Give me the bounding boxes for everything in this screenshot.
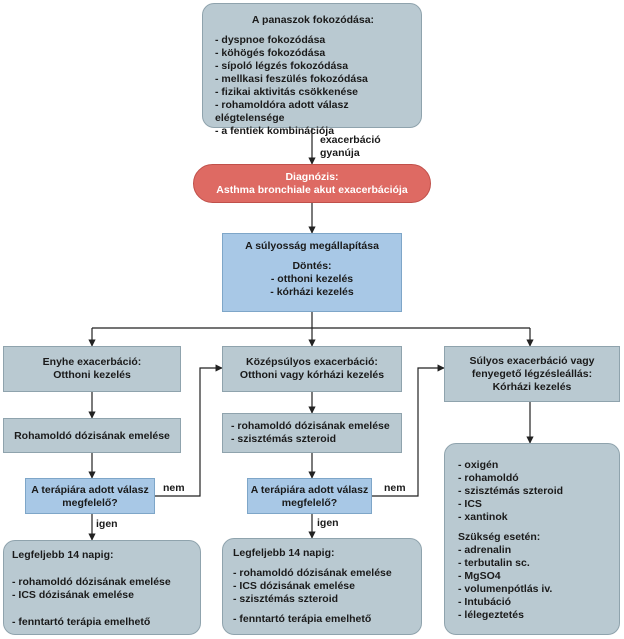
list-item: terbutalin sc. (458, 557, 611, 570)
outcome-title: Legfeljebb 14 napig: (233, 547, 335, 559)
mild-question-box: A terápiára adott válasz megfelelő? (25, 478, 155, 514)
decision-option: - otthoni kezelés (270, 273, 354, 285)
list-item: fizikai aktivitás csökkenése (215, 86, 411, 99)
symptoms-list: dyspnoe fokozódása köhögés fokozódása sí… (215, 34, 411, 138)
outcome-title: Legfeljebb 14 napig: (12, 549, 114, 561)
severe-title-line: Súlyos exacerbáció vagy (469, 355, 595, 367)
suspicion-label-line: gyanúja (320, 147, 360, 159)
suspicion-label-line: exacerbáció (320, 134, 381, 146)
list-item: rohamoldóra adott válasz elégtelensége (215, 99, 411, 125)
list-item: dyspnoe fokozódása (215, 34, 411, 47)
moderate-title-line: Középsúlyos exacerbáció: (246, 356, 378, 368)
question-line: A terápiára adott válasz (250, 484, 369, 496)
list-item: köhögés fokozódása (215, 47, 411, 60)
decision-option: - kórházi kezelés (270, 286, 354, 298)
list-item: lélegeztetés (458, 609, 611, 622)
severe-title-line: Kórházi kezelés (492, 381, 572, 393)
symptoms-title: A panaszok fokozódása: (251, 14, 375, 26)
moderate-question-box: A terápiára adott válasz megfelelő? (247, 478, 372, 514)
arrow-mild-no (155, 364, 223, 497)
outcome-list: rohamoldó dózisának emelése ICS dózisána… (12, 576, 192, 602)
severe-treatment-box: oxigén rohamoldó szisztémás szteroid ICS… (444, 443, 620, 635)
list-item: Intubáció (458, 596, 611, 609)
severity-box: A súlyosság megállapítása Döntés: - otth… (222, 233, 402, 312)
severe-title-line: fenyegető légzésleállás: (471, 368, 593, 380)
mild-title-box: Enyhe exacerbáció: Otthoni kezelés (3, 346, 181, 392)
question-line: A terápiára adott válasz (31, 484, 149, 496)
list-item: ICS (458, 498, 611, 511)
outcome-footer: - fenntartó terápia emelhető (12, 616, 151, 628)
diagnosis-line: Asthma bronchiale akut exacerbációja (216, 184, 408, 196)
moderate-outcome-box: Legfeljebb 14 napig: rohamoldó dózisának… (222, 538, 422, 635)
list-item: szisztémás szteroid (458, 485, 611, 498)
list-item: szisztémás szteroid (233, 593, 413, 606)
needed-title: Szükség esetén: (458, 531, 541, 543)
moderate-yes-label: igen (317, 517, 339, 529)
list-item: rohamoldó dózisának emelése (233, 567, 413, 580)
suspicion-label: exacerbáció gyanúja (320, 134, 381, 160)
treatment-list: oxigén rohamoldó szisztémás szteroid ICS… (458, 459, 611, 524)
severe-title-box: Súlyos exacerbáció vagy fenyegető légzés… (444, 346, 620, 402)
severity-title: A súlyosság megállapítása (245, 240, 379, 252)
mild-title-line: Enyhe exacerbáció: (42, 356, 142, 368)
list-item: a fentiek kombinációja (215, 125, 411, 138)
list-item: rohamoldó dózisának emelése (231, 420, 401, 433)
diagnosis-line: Diagnózis: (285, 171, 339, 183)
question-line: megfelelő? (281, 497, 338, 509)
diagnosis-box: Diagnózis: Asthma bronchiale akut exacer… (193, 164, 431, 203)
list-item: ICS dózisának emelése (12, 589, 192, 602)
moderate-actions-list: rohamoldó dózisának emelése szisztémás s… (231, 420, 401, 446)
mild-action: Rohamoldó dózisának emelése (14, 430, 170, 442)
mild-action-box: Rohamoldó dózisának emelése (3, 418, 181, 453)
mild-yes-label: igen (96, 518, 118, 530)
list-item: szisztémás szteroid (231, 433, 401, 446)
moderate-actions-box: rohamoldó dózisának emelése szisztémás s… (222, 413, 402, 453)
list-item: oxigén (458, 459, 611, 472)
list-item: sípoló légzés fokozódása (215, 60, 411, 73)
list-item: xantinok (458, 511, 611, 524)
mild-no-label: nem (163, 482, 185, 494)
symptoms-box: A panaszok fokozódása: dyspnoe fokozódás… (202, 3, 422, 137)
outcome-list: rohamoldó dózisának emelése ICS dózisána… (233, 567, 413, 606)
moderate-no-label: nem (384, 482, 406, 494)
list-item: volumenpótlás iv. (458, 583, 611, 596)
list-item: MgSO4 (458, 570, 611, 583)
list-item: rohamoldó dózisának emelése (12, 576, 192, 589)
list-item: adrenalin (458, 544, 611, 557)
outcome-footer: - fenntartó terápia emelhető (233, 613, 372, 625)
list-item: rohamoldó (458, 472, 611, 485)
needed-list: adrenalin terbutalin sc. MgSO4 volumenpó… (458, 544, 611, 622)
arrow-moderate-no (372, 364, 445, 497)
mild-title-line: Otthoni kezelés (53, 369, 131, 381)
moderate-title-line: Otthoni vagy kórházi kezelés (239, 369, 385, 381)
moderate-title-box: Középsúlyos exacerbáció: Otthoni vagy kó… (222, 346, 402, 392)
decision-label: Döntés: (292, 260, 332, 272)
list-item: mellkasi feszülés fokozódása (215, 73, 411, 86)
question-line: megfelelő? (62, 497, 118, 509)
list-item: ICS dózisának emelése (233, 580, 413, 593)
mild-outcome-box: Legfeljebb 14 napig: rohamoldó dózisának… (3, 540, 201, 635)
